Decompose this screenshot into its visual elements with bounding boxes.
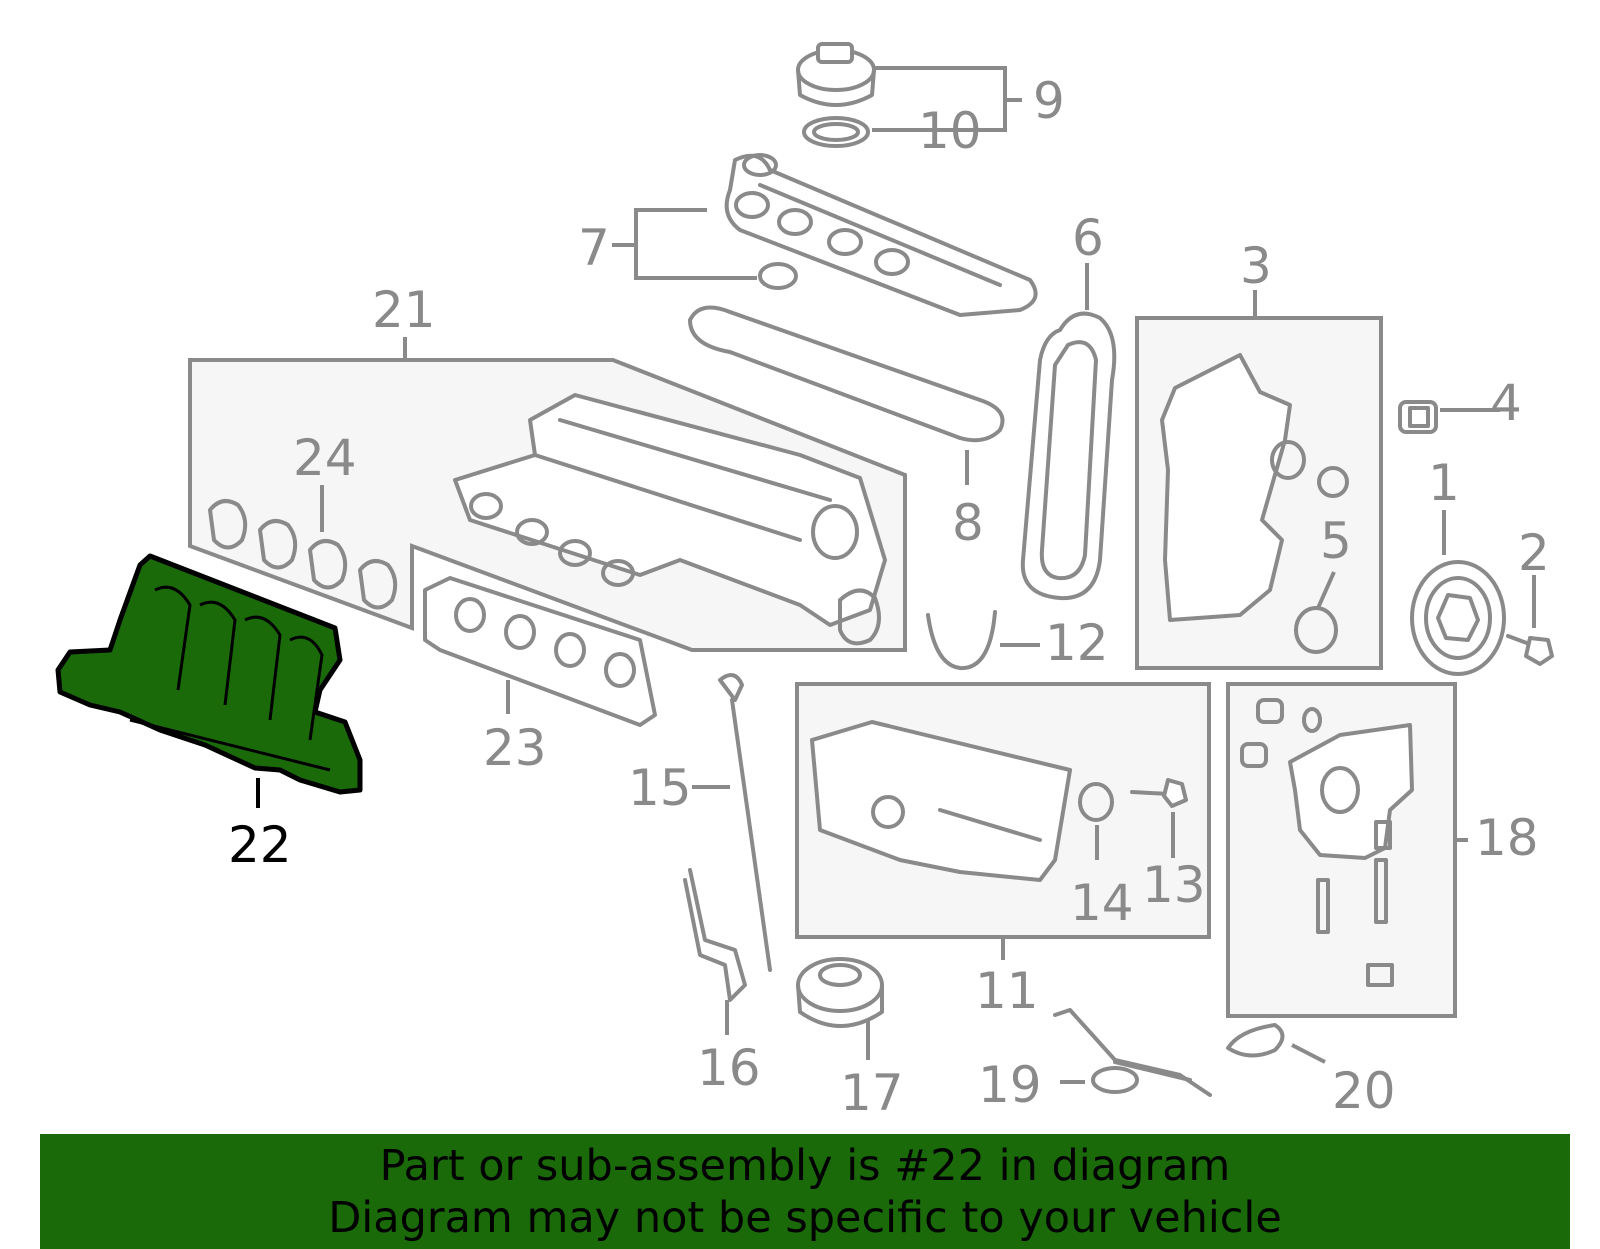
crankshaft-pulley-part [1410,560,1506,676]
timing-chain-case-part [1160,353,1292,622]
callout-14: 14 [1070,874,1134,932]
oil-seal-half-part [926,610,997,671]
callout-13: 13 [1142,856,1206,914]
oil-filler-cap-part [796,42,876,107]
timing-chain-part [1020,311,1117,601]
callout-18: 18 [1475,809,1539,867]
callout-22-highlighted: 22 [228,816,292,874]
sensor-part [1398,400,1438,434]
intake-gaskets-part [208,499,398,610]
callout-11: 11 [975,962,1039,1020]
callout-15: 15 [628,759,692,817]
callout-17: 17 [840,1064,904,1122]
callout-7: 7 [578,219,610,277]
cap-seal-part [802,116,870,148]
oil-strainer-part [1053,1008,1212,1097]
callout-19: 19 [978,1056,1042,1114]
banner-line-part-number: Part or sub-assembly is #22 in diagram [379,1141,1231,1191]
exhaust-manifold-part-highlighted [55,553,363,795]
case-plug-part [1317,466,1349,498]
callout-20: 20 [1332,1062,1396,1120]
dipstick-tube-part [683,868,747,1002]
cylinder-head-cover-part [724,153,1038,317]
drain-bolt-part [1130,778,1188,808]
intake-manifold-part [453,393,887,627]
callout-10: 10 [918,102,982,160]
drain-washer-part [1078,782,1114,822]
callout-6: 6 [1072,209,1104,267]
callout-5: 5 [1320,512,1352,570]
callout-2: 2 [1518,524,1550,582]
plug-seal-part [758,262,798,290]
callout-8: 8 [952,494,984,552]
exhaust-manifold-gasket-part [423,576,657,727]
case-oil-seal-part [1270,440,1306,480]
leader-lines [256,66,1536,1084]
strainer-gasket-part [1226,1023,1285,1058]
callout-24: 24 [293,429,357,487]
oil-filter-part [796,957,884,1028]
callout-4: 4 [1490,374,1522,432]
callout-16: 16 [697,1039,761,1097]
callout-21: 21 [372,281,436,339]
oil-pan-part [810,720,1072,882]
oil-pump-part [1240,698,1414,987]
callout-3: 3 [1240,237,1272,295]
throttle-gasket-part [838,588,881,646]
callout-23: 23 [483,719,547,777]
head-cover-gasket-part [688,305,1005,443]
pulley-bolt-part [1506,634,1554,666]
callout-9: 9 [1033,72,1065,130]
banner-line-disclaimer: Diagram may not be specific to your vehi… [328,1193,1282,1243]
callout-1: 1 [1428,454,1460,512]
dipstick-part [718,673,772,972]
front-oil-seal-part [1294,606,1338,654]
callout-12: 12 [1045,614,1109,672]
info-banner: Part or sub-assembly is #22 in diagram D… [40,1134,1570,1249]
